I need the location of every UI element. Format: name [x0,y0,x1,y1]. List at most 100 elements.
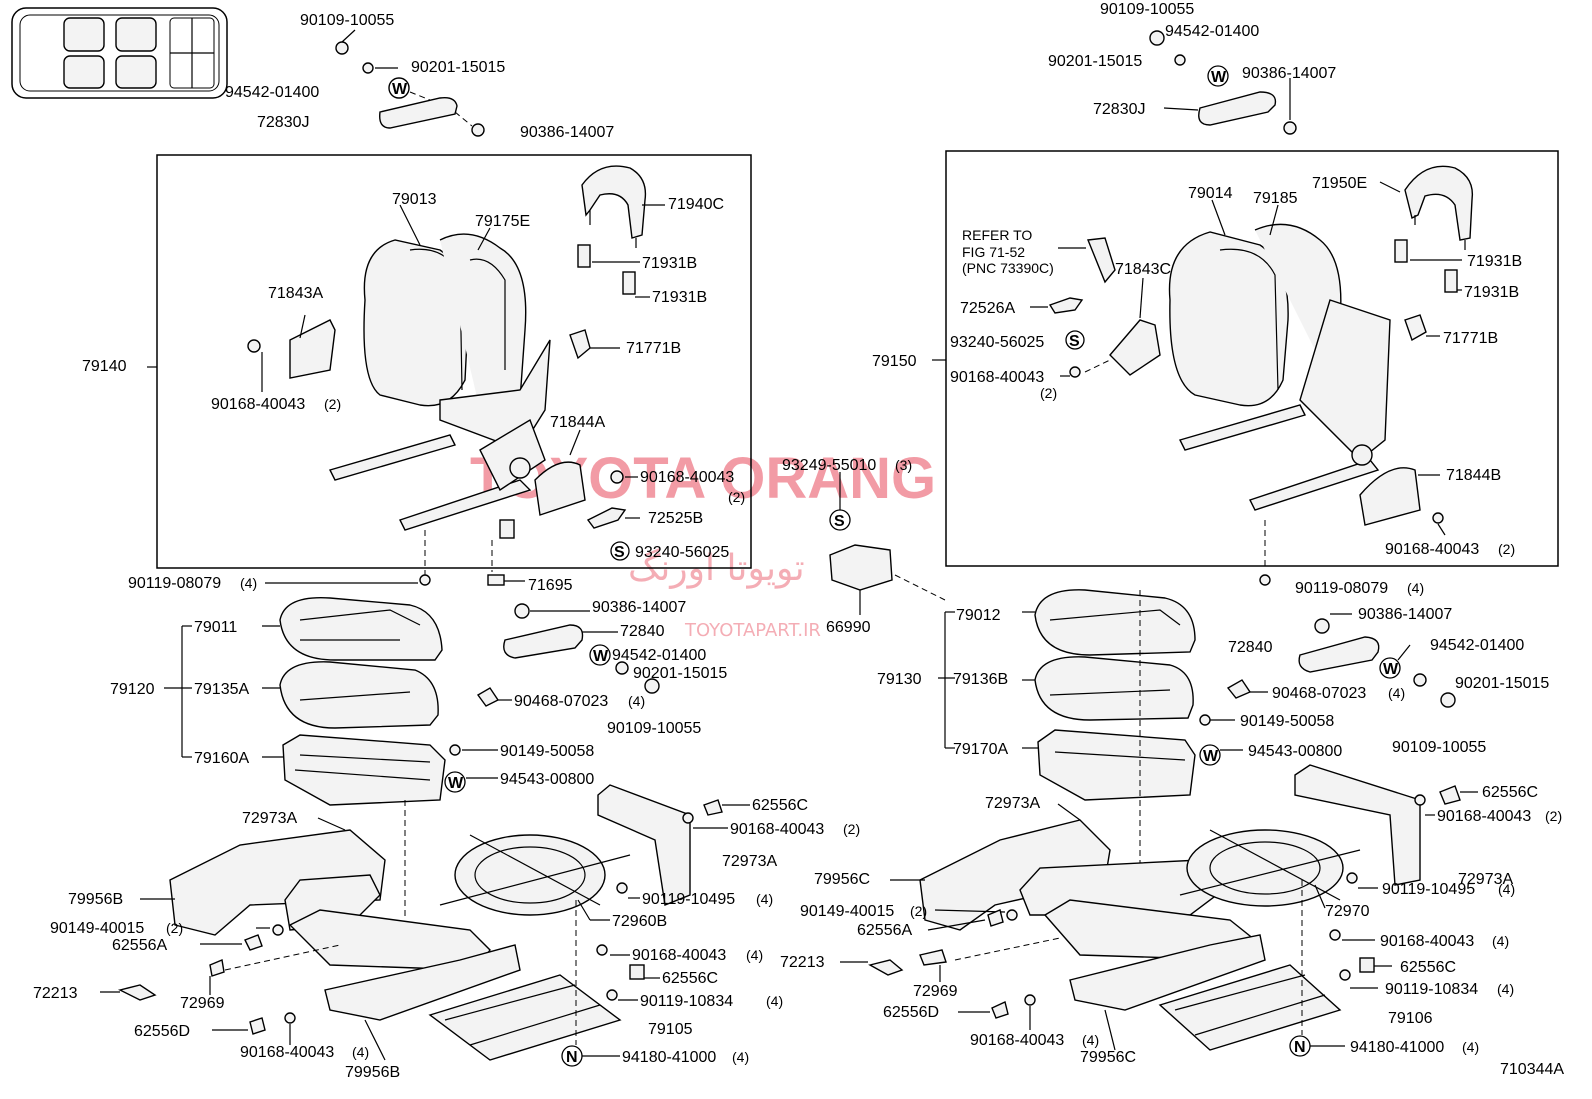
svg-text:N: N [566,1049,578,1066]
right-seatback-assembly-box [945,150,1559,567]
label-left-cushion-assy: 79120 [110,681,155,698]
label-left-nut: 94180-41000 [622,1049,716,1066]
label-right-armrest: 72830J [1093,101,1146,118]
label-left-screw-l: 90168-40043 [632,947,726,964]
label-left-pad: 79175E [475,213,530,230]
label-left-rivet-qty: (4) [628,693,645,709]
label-left-screw-e: 90149-50058 [500,743,594,760]
left-seatback-assembly-box [156,154,752,569]
label-right-cover-f: 72973A [985,795,1040,812]
label-left-lever-knob: 71771B [626,340,681,357]
label-right-refer-2: FIG 71-52 [962,244,1025,260]
label-left-clip-n: 62556D [134,1023,190,1040]
label-left-clip-h: 62556C [752,797,808,814]
label-left-nut-qty: (4) [732,1049,749,1065]
label-right-screw-n: 90168-40043 [970,1032,1064,1049]
center-drawings: S [829,472,946,615]
label-right-screw-h-qty: (2) [1545,808,1562,824]
label-right-armrest-2: 72840 [1228,639,1273,656]
svg-text:W: W [1203,748,1219,765]
label-right-refer-3: (PNC 73390C) [962,260,1054,276]
label-right-rivet-qty: (4) [1388,685,1405,701]
label-left-bolt-2: 90109-10055 [607,720,701,737]
label-right-cap: 90386-14007 [1242,65,1336,82]
label-right-screw-b-qty: (2) [1498,541,1515,557]
label-center-tray: 66990 [826,619,871,636]
label-right-nut: 94180-41000 [1350,1039,1444,1056]
leader-lines [140,181,1401,1061]
label-right-nut-qty: (4) [1462,1039,1479,1055]
label-left-screw-a-qty: (2) [324,396,341,412]
label-left-rivet: 90468-07023 [514,693,608,710]
label-right-bolt-2: 90109-10055 [1392,739,1486,756]
label-right-cushion-assy: 79130 [877,671,922,688]
label-right-shield: 79956C [814,871,870,888]
label-right-lever-knob: 71771B [1443,330,1498,347]
label-left-clip-k: 72969 [180,995,225,1012]
svg-text:S: S [1069,333,1080,350]
label-right-screw-l-qty: (4) [1492,933,1509,949]
svg-text:W: W [392,81,408,98]
label-left-screw-b: 90168-40043 [640,469,734,486]
label-left-washer-e: 94543-00800 [500,771,594,788]
label-right-bolt-j: 90119-10495 [1382,881,1475,898]
label-right-washer: 90201-15015 [1048,53,1142,70]
label-left-seatback-assy: 79140 [82,358,127,375]
svg-text:W: W [1383,661,1399,678]
label-left-cover-f: 72973A [242,810,297,827]
label-right-bolt-m: 90119-10834 [1385,981,1478,998]
center-labels: 93249-55010 (3) 66990 [782,457,912,636]
label-right-support-2: 71931B [1464,284,1519,301]
label-right-clip-i: 62556A [857,922,912,939]
label-left-support-2: 71931B [652,289,707,306]
label-left-cover: 79013 [392,191,437,208]
label-left-turntable: 72960B [612,913,667,930]
label-right-bolt-d: 90119-08079 [1295,580,1388,597]
label-right-bolt-j-qty: (4) [1498,881,1515,897]
label-left-cushion-cover: 79011 [194,619,237,636]
label-left-screw-c: 93240-56025 [635,544,729,561]
svg-text:W: W [1211,69,1227,86]
label-right-screw-b: 90168-40043 [1385,541,1479,558]
label-left-washer-w: 94542-01400 [225,84,319,101]
label-right-washer-2: 94542-01400 [1430,637,1524,654]
svg-text:W: W [448,775,464,792]
label-left-bolt-j-qty: (4) [756,891,773,907]
right-drawings: W S [840,30,1478,1057]
label-right-rivet: 90468-07023 [1272,685,1366,702]
label-right-cover: 79014 [1188,185,1233,202]
label-left-bolt-d-qty: (4) [240,575,257,591]
label-left-cushion-frame: 79160A [194,750,249,767]
label-left-clip-i: 62556A [112,937,167,954]
label-left-screw-i: 90149-40015 [50,920,144,937]
label-left-armrest: 72830J [257,114,310,131]
label-right-clip-h: 62556C [1482,784,1538,801]
label-center-screw: 93249-55010 [782,457,876,474]
label-left-screw-b-qty: (2) [728,489,745,505]
label-left-screw-i-qty: (2) [166,920,183,936]
label-right-cover-b: 71844B [1446,467,1501,484]
label-left-screw-h-qty: (2) [843,821,860,837]
label-left-headrest: 71940C [668,196,724,213]
svg-text:S: S [614,544,625,561]
seat-layout-icon [11,7,228,99]
svg-text:S: S [834,513,845,530]
label-left-screw-h: 90168-40043 [730,821,824,838]
label-right-cushion-frame: 79170A [953,741,1008,758]
label-left-screw-n: 90168-40043 [240,1044,334,1061]
label-left-cover-b: 71844A [550,414,605,431]
label-right-bolt-d-qty: (4) [1407,580,1424,596]
label-left-armrest-2: 72840 [620,623,665,640]
label-left-lever-k: 72213 [33,985,78,1002]
label-left-bolt-m: 90119-10834 [640,993,733,1010]
label-right-pad: 79185 [1253,190,1298,207]
label-right-support-1: 71931B [1467,253,1522,270]
label-right-screw-a: 90168-40043 [950,369,1044,386]
label-left-shield-2: 79956B [345,1064,400,1081]
label-right-cover-g: 72973A [1458,871,1513,888]
label-right-cap-2: 90386-14007 [1358,606,1452,623]
label-right-headrest: 71950E [1312,175,1367,192]
label-left-shield: 79956B [68,891,123,908]
label-left-hinge-cover: 71843A [268,285,323,302]
left-labels: 90109-10055 90201-15015 94542-01400 7283… [33,12,860,1081]
